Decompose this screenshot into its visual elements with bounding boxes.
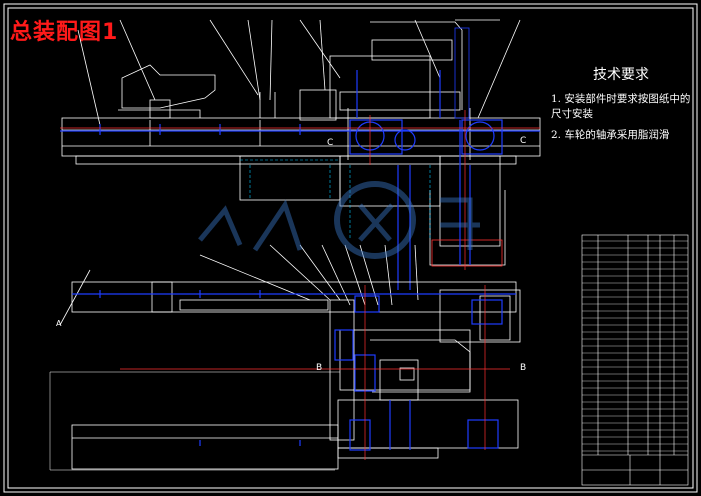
section-marker-c-left: C (327, 138, 333, 148)
parts-list-rows (582, 240, 688, 452)
parts-list-table (581, 234, 689, 486)
section-marker-b-left: B (316, 363, 322, 373)
plan-view-centerlines (120, 285, 510, 460)
plan-view-parts (72, 290, 516, 451)
tech-req-item-1: 1. 安装部件时要求按图纸中的尺寸安装 (551, 93, 691, 120)
tech-req-item-2: 2. 车轮的轴承采用脂润滑 (551, 129, 670, 141)
page-title: 总装配图1 (10, 20, 119, 45)
front-view-centerlines (60, 110, 540, 270)
front-view (61, 19, 541, 267)
section-marker-a-left: A (56, 319, 62, 328)
watermark-logo-icon (198, 181, 480, 259)
section-marker-c-right: C (520, 136, 526, 146)
tech-req-heading: 技术要求 (593, 67, 649, 83)
plan-view (49, 244, 521, 471)
front-view-hidden (240, 159, 431, 240)
inner-frame (7, 7, 694, 489)
section-marker-b-right: B (520, 363, 526, 373)
technical-requirements: 技术要求 1. 安装部件时要求按图纸中的尺寸安装 2. 车轮的轴承采用脂润滑 (551, 64, 691, 149)
outer-frame (3, 3, 698, 493)
